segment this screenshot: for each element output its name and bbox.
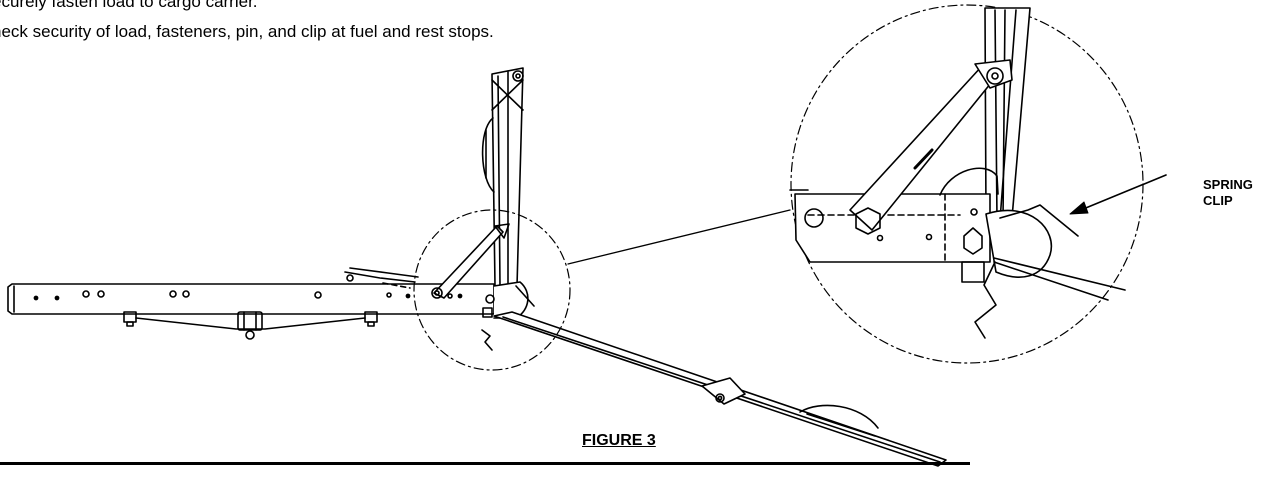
- instruction-line-1: ecurely fasten load to cargo carrier.: [0, 0, 258, 11]
- detail-circle-small: [413, 209, 571, 371]
- detail-circle-large: [790, 4, 1144, 364]
- spring-clip-arrow: [1075, 174, 1167, 213]
- spring-clip-label-2: CLIP: [1203, 193, 1233, 208]
- instruction-line-2: heck security of load, fasteners, pin, a…: [0, 22, 494, 41]
- spring-clip-arrowhead: [1069, 201, 1089, 215]
- carrier-upright-mast: [481, 67, 524, 287]
- spring-clip-label-1: SPRING: [1203, 177, 1253, 192]
- bottom-rule: [0, 462, 970, 465]
- carrier-main-bar: [7, 283, 495, 315]
- carrier-cable-assembly: [123, 311, 378, 340]
- detail-leader-line: [567, 209, 791, 265]
- latch-arm: [344, 223, 510, 299]
- detail-enlarged-view: [789, 7, 1126, 339]
- figure-caption: FIGURE 3: [582, 432, 656, 449]
- carrier-ramp: [493, 311, 947, 467]
